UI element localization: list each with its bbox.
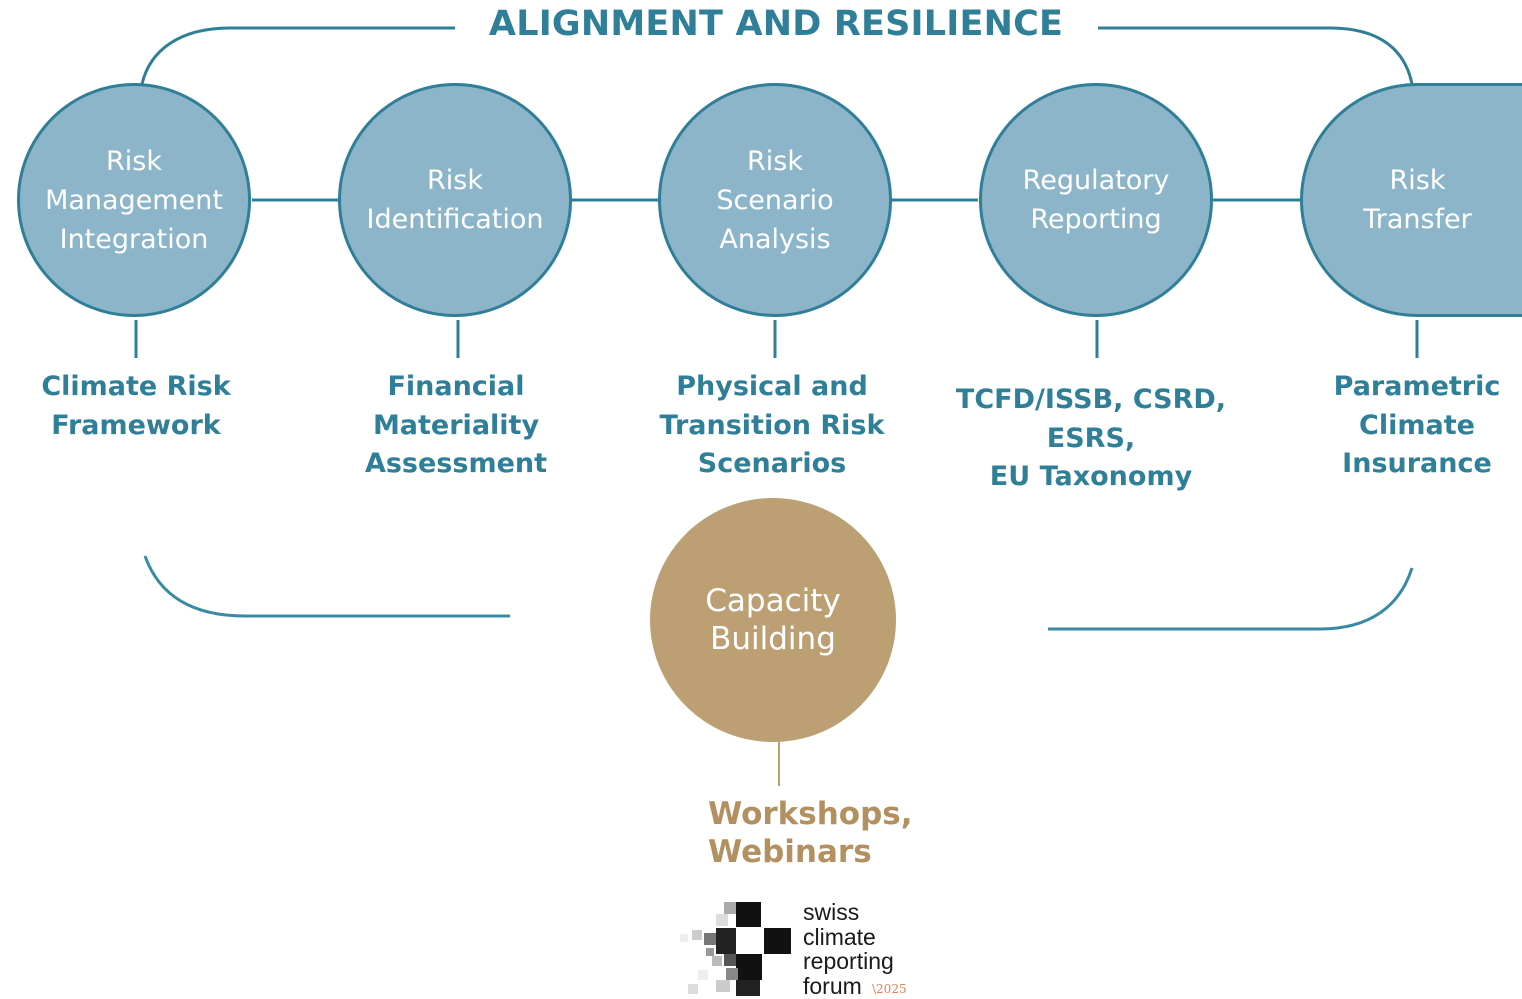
bottom-arc-right (1048, 567, 1414, 631)
node-capacity-building: Capacity Building (650, 498, 896, 742)
capacity-caption: Workshops, Webinars (708, 796, 913, 870)
node-risk-scenario-analysis: Risk Scenario Analysis (658, 83, 892, 317)
top-bracket-right (1098, 26, 1414, 85)
node-risk-identification: Risk Identification (338, 83, 572, 317)
node-label: Risk Transfer (1363, 165, 1472, 235)
node-risk-transfer: Risk Transfer (1300, 83, 1522, 317)
node-label: Risk Scenario Analysis (716, 145, 834, 255)
node-caption: TCFD/ISSB, CSRD, ESRS, EU Taxonomy (955, 384, 1227, 492)
node-caption: Physical and Transition Risk Scenarios (659, 371, 885, 479)
node-label: Risk Management Integration (45, 145, 223, 255)
node-regulatory-reporting: Regulatory Reporting (979, 83, 1213, 317)
bottom-arc-left (143, 555, 510, 618)
diagram-title: ALIGNMENT AND RESILIENCE (488, 4, 1064, 44)
node-risk-management-integration: Risk Management Integration (17, 83, 251, 317)
node-caption: Parametric Climate Insurance (1333, 371, 1501, 479)
node-caption: Financial Materiality Assessment (364, 371, 548, 479)
node-label: Risk Identification (366, 165, 544, 235)
pixel-cross-logo-icon (680, 902, 791, 996)
logo-year: \2025 (872, 982, 907, 996)
logo-wordmark: swiss climate reporting forum (803, 899, 894, 999)
node-caption: Climate Risk Framework (41, 371, 231, 441)
node-label: Regulatory Reporting (1022, 165, 1170, 235)
top-bracket-left (140, 26, 455, 85)
node-label: Capacity Building (705, 583, 841, 657)
